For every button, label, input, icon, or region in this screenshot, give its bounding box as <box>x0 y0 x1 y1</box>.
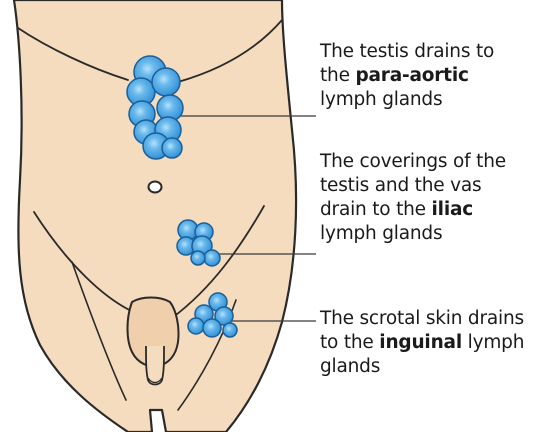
para-aortic-term: para-aortic <box>355 65 468 86</box>
inguinal-label-line3: glands <box>320 355 524 379</box>
iliac-label-line3: drain to the iliac <box>320 198 506 222</box>
inguinal-label-line2-prefix: to the <box>320 332 379 353</box>
iliac-label-line3-prefix: drain to the <box>320 199 432 220</box>
iliac-label-line2: testis and the vas <box>320 174 506 198</box>
para-aortic-label-line3: lymph glands <box>320 88 494 112</box>
para-aortic-label-line1: The testis drains to <box>320 40 494 64</box>
navel-icon <box>149 182 162 193</box>
inguinal-label: The scrotal skin drains to the inguinal … <box>320 307 524 379</box>
inguinal-term: inguinal <box>379 332 462 353</box>
iliac-term: iliac <box>432 199 473 220</box>
inguinal-label-line1: The scrotal skin drains <box>320 307 524 331</box>
para-aortic-label: The testis drains to the para-aortic lym… <box>320 40 494 112</box>
iliac-label-line4: lymph glands <box>320 222 506 246</box>
inguinal-label-line2-suffix: lymph <box>462 332 524 353</box>
inguinal-label-line2: to the inguinal lymph <box>320 331 524 355</box>
iliac-label-line1: The coverings of the <box>320 150 506 174</box>
iliac-label: The coverings of the testis and the vas … <box>320 150 506 246</box>
para-aortic-label-line2-prefix: the <box>320 65 355 86</box>
para-aortic-label-line2: the para-aortic <box>320 64 494 88</box>
